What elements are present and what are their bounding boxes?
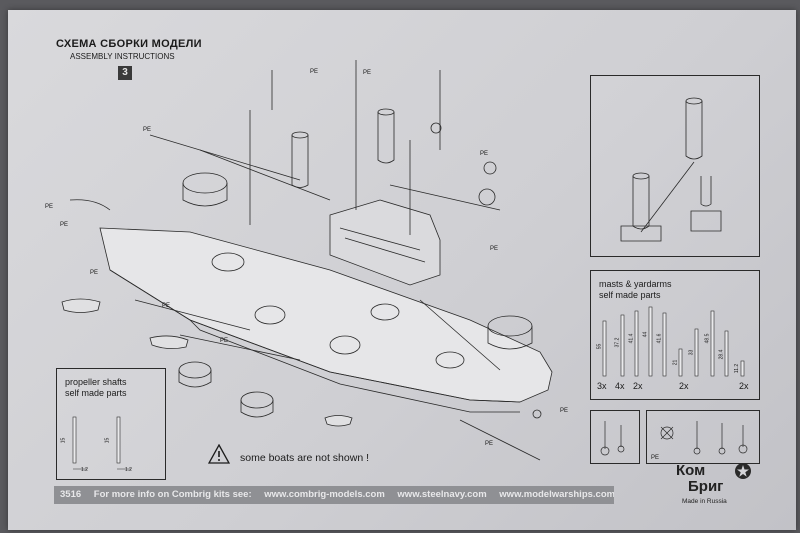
footer-url-steelnavy[interactable]: www.steelnavy.com: [397, 489, 487, 500]
small-detail-drawing: [600, 421, 625, 456]
masts-box-title-2: self made parts: [599, 290, 661, 300]
masts-rods-drawing: [602, 306, 745, 377]
detail-box-small-right: PE: [646, 410, 760, 464]
dim-label: 11.2: [734, 363, 741, 374]
dim-label: 1.2: [125, 467, 132, 473]
detail-box-small-left: [590, 410, 640, 464]
logo-line2: Бриг: [688, 478, 724, 495]
dim-label: 21: [672, 359, 679, 366]
dim-label: 41.4: [628, 333, 635, 344]
pe-label: PE: [90, 270, 98, 276]
title-english: ASSEMBLY INSTRUCTIONS: [70, 52, 175, 61]
pe-label: PE: [490, 246, 498, 252]
masts-box-title-1: masts & yardarms: [599, 279, 672, 289]
boats-note: some boats are not shown !: [240, 452, 369, 464]
dim-label: 1.2: [81, 467, 88, 473]
dim-label: 44: [642, 331, 649, 338]
pe-label: PE: [162, 303, 170, 309]
funnel-detail-drawing: [620, 97, 722, 242]
count-label: 2x: [633, 381, 643, 391]
pe-label: PE: [363, 70, 371, 76]
count-label: 3x: [597, 381, 607, 391]
dim-label: 28.4: [718, 349, 725, 360]
footer-url-combrig[interactable]: www.combrig-models.com: [264, 489, 385, 500]
dim-label: 33: [688, 349, 695, 356]
logo-star-icon: [735, 463, 751, 479]
step-number-badge: 3: [118, 66, 132, 80]
footer-url-modelwarships[interactable]: www.modelwarships.com: [499, 489, 614, 500]
footer-bar: 3516 For more info on Combrig kits see: …: [54, 486, 614, 504]
footer-info: For more info on Combrig kits see:: [93, 489, 252, 500]
propeller-shafts-box: propeller shafts self made parts 15 1.2 …: [56, 368, 166, 480]
kombrig-logo: Ком Бриг Made in Russia: [676, 462, 764, 514]
pe-label: PE: [651, 455, 659, 461]
dim-label: 15: [60, 437, 67, 444]
warning-triangle-icon: [208, 444, 230, 464]
pe-label: PE: [220, 338, 228, 344]
dim-label: 41.6: [656, 333, 663, 344]
count-label: 2x: [679, 381, 689, 391]
propeller-box-title-2: self made parts: [65, 388, 127, 398]
dim-label: 48.5: [704, 333, 711, 344]
pe-label: PE: [310, 69, 318, 75]
propeller-shafts-drawing: [72, 416, 131, 470]
propeller-box-title-1: propeller shafts: [65, 377, 127, 387]
masts-yardarms-box: masts & yardarms self made parts 55 37.2…: [590, 270, 760, 400]
pe-label: PE: [60, 222, 68, 228]
footer-code: 3516: [60, 489, 82, 500]
logo-line1: Ком: [676, 462, 706, 479]
dim-label: 55: [596, 343, 603, 350]
logo-tagline: Made in Russia: [682, 498, 727, 505]
pe-label: PE: [480, 151, 488, 157]
pe-label: PE: [560, 408, 568, 414]
dim-label: 37.2: [614, 337, 621, 348]
count-label: 4x: [615, 381, 625, 391]
count-label: 2x: [739, 381, 749, 391]
title-russian: СХЕМА СБОРКИ МОДЕЛИ: [56, 38, 202, 50]
funnel-detail-box: [590, 75, 760, 257]
pe-label: PE: [485, 441, 493, 447]
pe-label: PE: [45, 204, 53, 210]
small-detail-drawing-2: PE: [651, 421, 748, 461]
dim-label: 15: [104, 437, 111, 444]
pe-label: PE: [143, 127, 151, 133]
